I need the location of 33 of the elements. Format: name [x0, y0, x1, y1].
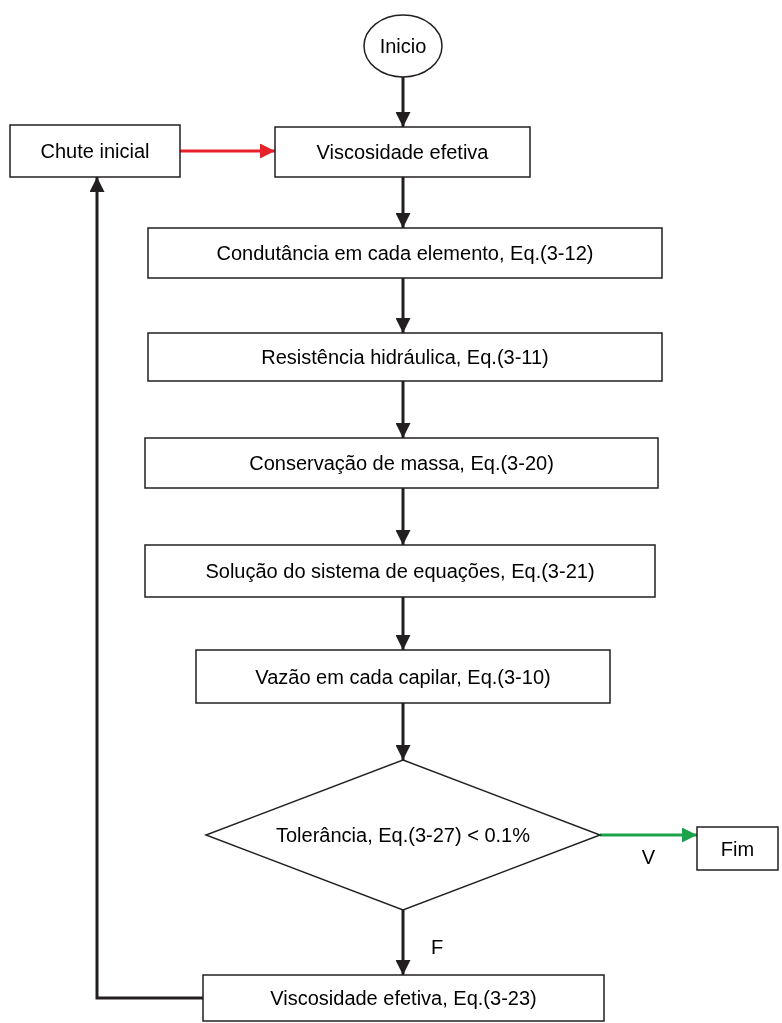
process-box [147, 227, 663, 279]
arrow [395, 703, 411, 760]
node-label: Chute inicial [40, 139, 150, 163]
process-box [274, 126, 531, 178]
node-label: Inicio [379, 34, 427, 58]
process-box [9, 124, 181, 178]
node-label: Viscosidade efetiva, Eq.(3-23) [270, 986, 537, 1010]
process-box [144, 437, 659, 489]
start-circle [363, 14, 443, 78]
arrow [395, 488, 411, 545]
arrow [395, 278, 411, 333]
node-label: Fim [720, 836, 755, 861]
node-label: Vazão em cada capilar, Eq.(3-10) [255, 664, 551, 689]
arrow [89, 177, 203, 1000]
process-box [202, 974, 605, 1022]
process-box [696, 826, 779, 871]
node-label: Conservação de massa, Eq.(3-20) [249, 451, 554, 475]
process-box [195, 649, 611, 704]
arrow [395, 77, 411, 127]
process-box [147, 332, 663, 382]
arrow [395, 381, 411, 438]
arrow [180, 143, 275, 159]
node-label: Condutância em cada elemento, Eq.(3-12) [216, 241, 594, 265]
arrow [395, 177, 411, 228]
node-label: Resistência hidráulica, Eq.(3-11) [261, 345, 549, 369]
process-box [144, 544, 656, 598]
node-label: Solução do sistema de equações, Eq.(3-21) [205, 559, 595, 583]
node-label: Tolerância, Eq.(3-27) < 0.1% [276, 823, 530, 847]
node-label: Viscosidade efetiva [316, 140, 489, 164]
decision-diamond [203, 759, 603, 911]
arrow [600, 827, 697, 843]
arrow [395, 910, 411, 975]
arrow [395, 597, 411, 650]
